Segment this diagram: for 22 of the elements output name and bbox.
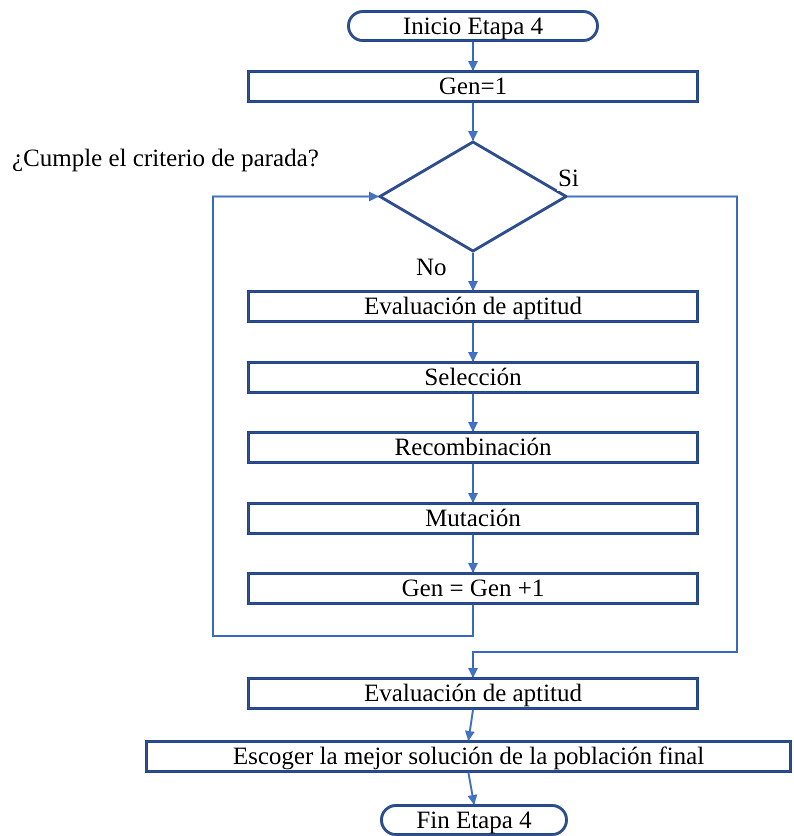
arrow [468, 464, 478, 503]
arrow [468, 535, 478, 573]
arrow [468, 772, 478, 805]
arrow [468, 253, 478, 291]
arrow [468, 196, 738, 678]
process-box: Recombinación [247, 431, 699, 464]
process-box: Gen=1 [247, 70, 699, 103]
arrow [468, 42, 478, 71]
decision-question: ¿Cumple el criterio de parada? [12, 146, 319, 171]
arrow [212, 192, 474, 637]
arrow [464, 710, 475, 741]
process-box: Evaluación de aptitud [247, 677, 699, 710]
process-box: Mutación [247, 502, 699, 535]
process-box: Selección [247, 361, 699, 394]
terminal-box: Fin Etapa 4 [380, 804, 568, 836]
process-box: Gen = Gen +1 [247, 572, 699, 605]
process-box: Evaluación de aptitud [247, 290, 699, 323]
arrow [468, 394, 478, 432]
terminal-box: Inicio Etapa 4 [347, 10, 599, 42]
arrow [468, 103, 478, 141]
process-box: Escoger la mejor solución de la población final [145, 740, 792, 773]
arrow [468, 323, 478, 362]
